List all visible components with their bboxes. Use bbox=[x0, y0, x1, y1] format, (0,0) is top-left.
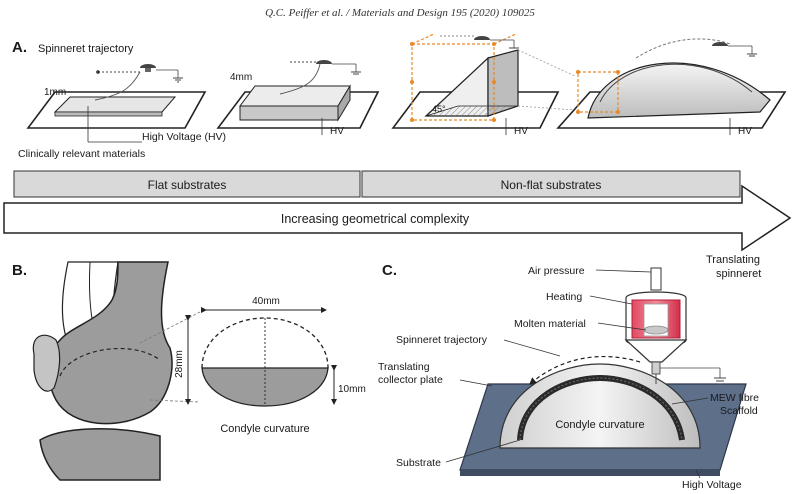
dim-4mm: 4mm bbox=[230, 72, 252, 83]
label-translating-spinneret-1: Translating bbox=[706, 254, 760, 266]
flat-banner bbox=[13, 170, 361, 198]
trajectory-arrow bbox=[529, 355, 641, 385]
dim-1mm: 1mm bbox=[44, 87, 66, 98]
label-condyle-curvature-c: Condyle curvature bbox=[555, 419, 644, 431]
label-molten-material: Molten material bbox=[514, 318, 586, 330]
label-mew-fibre: MEW fibre bbox=[710, 392, 759, 404]
label-translating-collector-1: Translating bbox=[378, 361, 430, 373]
dim-40mm: 40mm bbox=[252, 296, 280, 307]
label-high-voltage: High Voltage (HV) bbox=[142, 131, 226, 143]
citation-header: Q.C. Peiffer et al. / Materials and Desi… bbox=[265, 7, 535, 19]
panel-b: B. 40mm 28mm 10mm Condyle curvature bbox=[12, 261, 366, 481]
label-high-voltage-c: High Voltage bbox=[682, 479, 742, 491]
nonflat-dome: HV bbox=[556, 38, 787, 137]
label-hv-3: HV bbox=[514, 126, 528, 137]
panel-a-letter: A. bbox=[12, 39, 27, 56]
label-hv-2: HV bbox=[330, 126, 344, 137]
label-air-pressure: Air pressure bbox=[528, 265, 585, 277]
flat-banner-label: Flat substrates bbox=[148, 178, 227, 192]
label-angle: 45° bbox=[432, 104, 446, 114]
dim-28mm: 28mm bbox=[174, 350, 185, 378]
complexity-arrow-label: Increasing geometrical complexity bbox=[281, 212, 470, 226]
panel-b-letter: B. bbox=[12, 262, 27, 279]
label-translating-collector-2: collector plate bbox=[378, 374, 443, 386]
panel-c-letter: C. bbox=[382, 262, 397, 279]
label-clinical-materials: Clinically relevant materials bbox=[18, 148, 145, 160]
panel-c: C. Air pressure Heating bbox=[378, 254, 761, 491]
label-hv-4: HV bbox=[738, 126, 752, 137]
label-heating: Heating bbox=[546, 291, 582, 303]
flat-substrate-4mm: 4mm HV bbox=[216, 60, 380, 137]
nonflat-banner-label: Non-flat substrates bbox=[501, 178, 602, 192]
spinneret bbox=[624, 267, 726, 385]
flat-substrate-1mm: 1mm High Voltage (HV) Clinically relevan… bbox=[18, 64, 226, 160]
panel-a: A. Spinneret trajectory 1mm High Voltage… bbox=[3, 33, 792, 252]
condyle-caption-b: Condyle curvature bbox=[220, 423, 309, 435]
label-spinneret-trajectory: Spinneret trajectory bbox=[38, 43, 134, 55]
nonflat-wedge: 45° HV bbox=[391, 33, 576, 137]
mew-scaffold bbox=[517, 374, 685, 441]
condyle-substrate bbox=[499, 363, 701, 449]
femur-shape bbox=[48, 261, 173, 425]
patella-shape bbox=[32, 334, 61, 392]
complexity-arrow bbox=[3, 184, 792, 252]
tibia-shape bbox=[39, 428, 161, 481]
label-substrate: Substrate bbox=[396, 457, 441, 469]
condyle-diagram: 40mm 28mm 10mm Condyle curvature bbox=[174, 296, 366, 435]
label-translating-spinneret-2: spinneret bbox=[716, 268, 761, 280]
nonflat-banner bbox=[361, 170, 741, 198]
dim-10mm: 10mm bbox=[338, 384, 366, 395]
label-scaffold: Scaffold bbox=[720, 405, 758, 417]
label-spinneret-trajectory-c: Spinneret trajectory bbox=[396, 334, 488, 346]
